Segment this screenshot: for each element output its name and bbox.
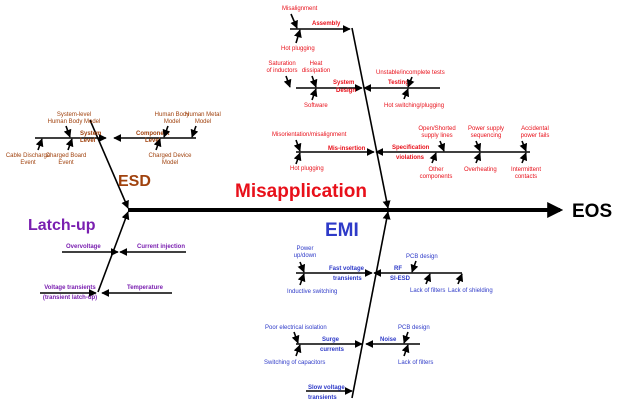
esd-charged-board-sub-arrow [65,138,74,151]
emi-pcb-design-2-label: PCB design [398,325,430,331]
emi-lack-of-filters-2-label: Lack of filters [398,360,433,366]
effect-label-eos: EOS [572,201,612,222]
emi-lack-of-shielding-label: Lack of shielding [448,288,493,294]
latchup-overvoltage-label: Overvoltage [66,244,101,250]
esd-title: ESD [118,173,151,190]
misapp-hotswitch-sub-arrow [401,88,410,100]
latchup-voltage-transients-label: Voltage transients(transient latch-up) [43,285,97,301]
emi-pcb2-sub-arrow [402,331,411,344]
misapp-software-sub-arrow [309,88,318,101]
emi-power-up-sub-arrow [297,261,306,273]
latchup-current-injection-label: Current injection [137,244,185,250]
misapp-misorientation-label: Misorientation/misalignment [272,132,347,138]
emi-noise-label: Noise [380,337,397,343]
misapp-heat-sub-arrow [309,75,318,88]
misapp-overheating-sub-arrow [473,152,482,164]
misapp-saturation-sub-arrow [283,75,292,88]
misapp-overheating-label: Overheating [464,167,497,173]
emi-filters-sub-arrow [423,273,432,285]
emi-title: EMI [325,220,359,241]
emi-filters2-sub-arrow [401,344,410,357]
misapp-mis-insertion-label: Mis-insertion [328,146,366,152]
misapp-accidental-sub-arrow [519,140,528,152]
latchup-title: Latch-up [28,217,96,234]
misapp-hotplug-sub-arrow [294,29,302,44]
misapp-intermittent-sub-arrow [519,152,528,164]
misapp-misorientation-sub-arrow [293,139,302,152]
emi-pcb-sub-arrow [410,260,419,273]
misapp-hot-switching-label: Hot switching/plugging [384,103,444,109]
misapp-misalignment-sub-arrow [290,13,298,29]
esd-human-body-sub-arrow [63,125,72,138]
emi-main-bone [351,211,391,399]
esd-main-bone [89,119,129,209]
emi-inductive-sub-arrow [297,273,306,286]
misapplication-title: Misapplication [235,181,367,202]
emi-isolation-sub-arrow [291,331,300,344]
misapp-unstable-tests-label: Unstable/incomplete tests [376,70,445,76]
emi-pcb-design-label: PCB design [406,254,438,260]
misapp-open-shorted-sub-arrow [437,140,446,152]
esd-cdm-sub-arrow [153,138,162,151]
emi-shielding-sub-arrow [455,273,464,285]
esd-hbm-sub-arrow [162,125,171,138]
esd-cable-sub-arrow [35,138,44,151]
emi-switching-capacitors-label: Switching of capacitors [264,360,325,366]
misapp-power-seq-sub-arrow [473,140,482,152]
emi-capacitors-sub-arrow [293,344,302,357]
emi-inductive-switching-label: Inductive switching [287,289,337,295]
misapp-testing-label: Testing [388,80,409,86]
misapp-misalignment-label: Misalignment [282,6,318,12]
misapp-software-label: Software [304,103,328,109]
latchup-temperature-label: Temperature [127,285,164,291]
esd-hmm-sub-arrow [190,125,199,138]
misapp-other-components-sub-arrow [429,152,438,164]
misapp-unstable-sub-arrow [406,76,415,88]
misapp-hot-plugging-label: Hot plugging [281,46,315,52]
emi-lack-of-filters-label: Lack of filters [410,288,445,294]
misapp-assembly-label: Assembly [312,21,341,27]
emi-poor-isolation-label: Poor electrical isolation [265,325,327,331]
misapp-hotplug2-sub-arrow [293,152,302,165]
misapp-hot-plugging-2-label: Hot plugging [290,166,324,172]
misapplication-main-bone [351,27,391,209]
